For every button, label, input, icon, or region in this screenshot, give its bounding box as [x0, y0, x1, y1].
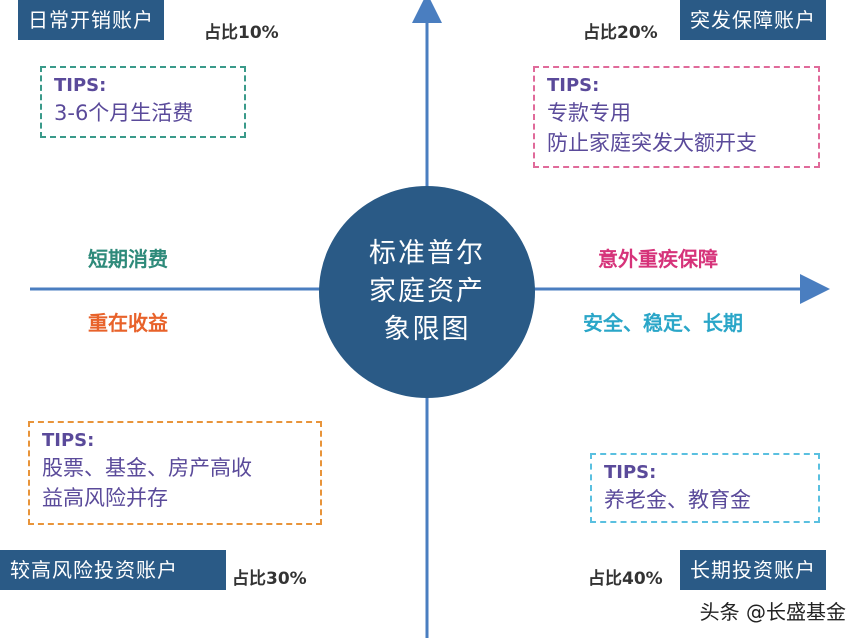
label-focus-on-returns: 重在收益	[88, 311, 168, 335]
tips-emergency: TIPS: 专款专用 防止家庭突发大额开支	[533, 66, 820, 168]
account-daily: 日常开销账户	[18, 0, 164, 40]
share-emergency: 占比20%	[583, 23, 658, 43]
label-accident-illness-protection: 意外重疾保障	[598, 247, 718, 271]
center-title-line: 标准普尔	[369, 238, 485, 269]
tips-heading: TIPS:	[604, 462, 657, 483]
tips-line: 养老金、教育金	[604, 488, 751, 512]
tips-line: 益高风险并存	[42, 486, 168, 510]
tips-line: 3-6个月生活费	[54, 101, 194, 125]
tips-heading: TIPS:	[547, 75, 600, 96]
center-title-line: 象限图	[383, 314, 471, 345]
center-circle: 标准普尔 家庭资产 象限图	[319, 186, 535, 398]
label-short-term-consumption: 短期消费	[88, 247, 168, 271]
account-emergency: 突发保障账户	[680, 0, 826, 40]
account-high-risk: 较高风险投资账户	[0, 550, 226, 590]
tips-long-term: TIPS: 养老金、教育金	[590, 453, 820, 523]
label-safe-stable-long-term: 安全、稳定、长期	[583, 311, 743, 335]
tips-daily: TIPS: 3-6个月生活费	[40, 66, 246, 138]
center-title-line: 家庭资产	[369, 276, 485, 307]
share-high-risk: 占比30%	[232, 569, 307, 589]
share-long-term: 占比40%	[588, 569, 663, 589]
tips-high-risk: TIPS: 股票、基金、房产高收 益高风险并存	[28, 421, 322, 525]
account-long-term: 长期投资账户	[680, 550, 826, 590]
share-daily: 占比10%	[204, 23, 279, 43]
tips-heading: TIPS:	[54, 75, 107, 96]
tips-line: 防止家庭突发大额开支	[547, 131, 757, 155]
tips-line: 股票、基金、房产高收	[42, 456, 252, 480]
tips-line: 专款专用	[547, 101, 631, 125]
watermark: 头条 @长盛基金	[699, 600, 846, 624]
tips-heading: TIPS:	[42, 430, 95, 451]
